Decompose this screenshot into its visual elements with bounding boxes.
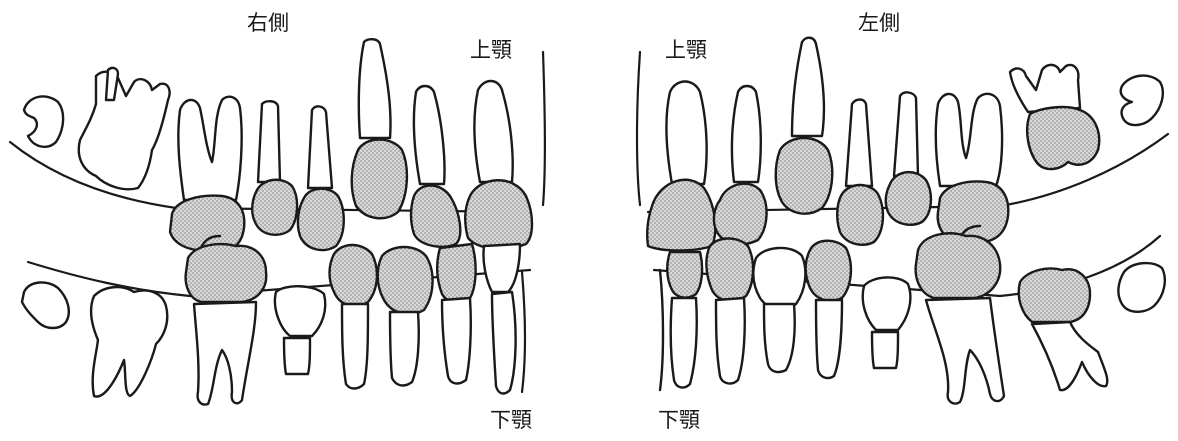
- lower-first-molar-root-right: [194, 302, 256, 405]
- developing-molar-lower-right: [91, 287, 167, 396]
- developing-molar-root-upper-left: [1010, 65, 1080, 112]
- upper-primary-crown-left-b: [886, 172, 931, 225]
- lower-incisor-crown-left-b: [706, 239, 753, 301]
- upper-central-incisor-root-right: [474, 81, 512, 182]
- lower-premolar-bud-left: [872, 332, 898, 368]
- upper-primary-molar-crown-right: [170, 196, 244, 250]
- upper-premolar-bud-right-a: [258, 101, 280, 182]
- developing-molar-upper-right: [79, 72, 170, 190]
- lower-canine-root-left: [764, 304, 795, 372]
- lower-primary-crown-right-c: [378, 247, 433, 314]
- lower-incisor-crown-left-a: [667, 252, 702, 297]
- upper-premolar-bud-left-a: [846, 100, 872, 187]
- lower-incisor-root-right-b: [492, 292, 516, 393]
- lower-first-molar-root-left: [926, 298, 1004, 404]
- developing-molar-root-lower-left: [1032, 322, 1107, 390]
- lower-lateral-incisor-root-right: [390, 312, 419, 385]
- right-quadrants: [10, 39, 545, 404]
- lower-primary-molar-crown-left: [916, 233, 1001, 298]
- developing-tooth-bud-lower-right: [22, 282, 69, 328]
- developing-tooth-bud-lower-left: [1118, 263, 1164, 312]
- upper-jaw-outline-right: [543, 52, 545, 205]
- lower-canine-root-right: [342, 304, 368, 389]
- lower-incisor-root-left-b: [716, 298, 745, 383]
- lower-incisor-crown-right-b: [483, 244, 520, 292]
- upper-canine-crown-right: [352, 140, 407, 219]
- upper-canine-root-left: [792, 38, 824, 136]
- upper-lateral-incisor-root-left: [732, 86, 761, 182]
- lower-jaw-outline-right: [522, 272, 525, 392]
- developing-tooth-bud-upper-right: [24, 96, 63, 146]
- upper-premolar-bud-right-b: [308, 106, 332, 188]
- upper-primary-crown-right-b: [298, 189, 344, 250]
- lower-premolar-bud-right-a: [284, 338, 310, 374]
- upper-primary-crown-right-a: [252, 180, 297, 235]
- upper-central-incisor-crown-left: [647, 180, 715, 251]
- upper-first-molar-root-right: [178, 97, 241, 200]
- lower-primary-crown-right-b: [330, 245, 377, 306]
- upper-jaw-outline-left: [637, 52, 640, 205]
- lower-primary-crown-left-b: [806, 241, 851, 301]
- developing-molar-crown-upper-left: [1027, 107, 1099, 169]
- upper-central-incisor-root-left: [666, 82, 706, 185]
- lower-primary-crown-left-c: [863, 277, 911, 330]
- lower-primary-crown-right-a: [275, 286, 325, 336]
- lower-incisor-crown-right-a: [437, 244, 475, 303]
- upper-primary-crown-left-a: [837, 185, 883, 245]
- upper-first-molar-root-left: [936, 94, 1002, 186]
- upper-lateral-incisor-crown-right: [411, 186, 460, 247]
- upper-premolar-bud-left-b: [894, 92, 918, 176]
- upper-lateral-incisor-crown-left: [714, 184, 767, 244]
- lower-premolar-root-left-a: [816, 300, 842, 378]
- developing-molar-crown-lower-left: [1019, 269, 1090, 323]
- lower-primary-molar-crown-right: [186, 244, 267, 302]
- lower-primary-crown-left-a: [753, 248, 805, 310]
- left-quadrants: [637, 38, 1168, 404]
- upper-lateral-incisor-root-right: [414, 86, 445, 184]
- upper-canine-root-right: [359, 39, 391, 138]
- upper-canine-crown-left: [776, 138, 833, 214]
- lower-incisor-root-right-a: [442, 298, 471, 383]
- upper-central-incisor-crown-right: [465, 180, 532, 249]
- developing-tooth-bud-upper-left: [1121, 76, 1163, 125]
